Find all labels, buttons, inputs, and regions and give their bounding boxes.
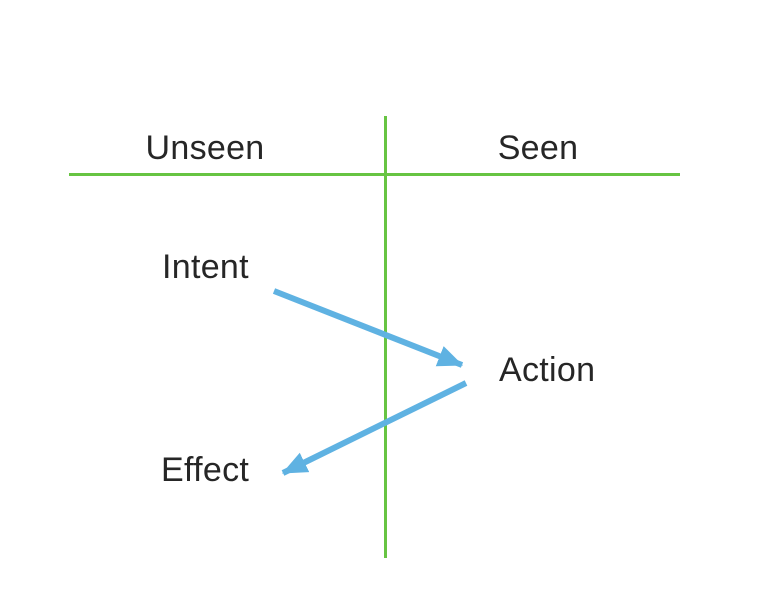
column-header-seen: Seen	[497, 129, 579, 167]
node-label-action: Action	[499, 351, 596, 389]
node-label-effect: Effect	[161, 451, 250, 489]
arrow-intent-to-action	[272, 288, 464, 368]
arrow-action-to-effect	[281, 380, 468, 476]
node-label-intent: Intent	[162, 248, 249, 286]
column-header-unseen: Unseen	[145, 129, 265, 167]
